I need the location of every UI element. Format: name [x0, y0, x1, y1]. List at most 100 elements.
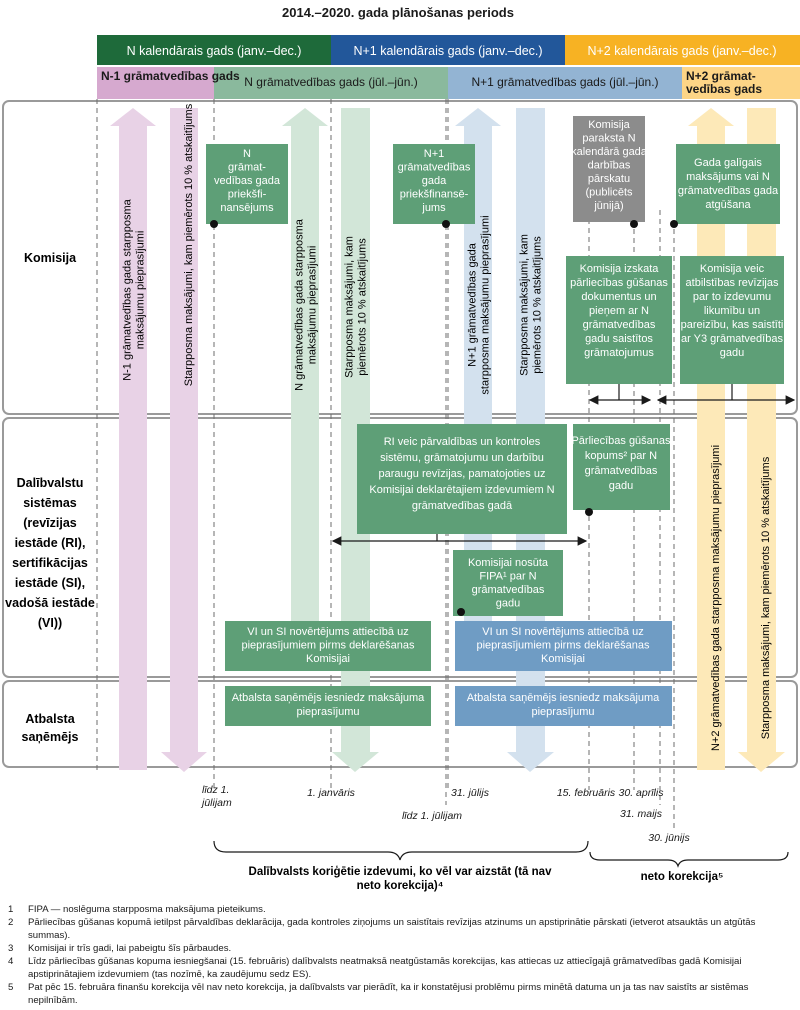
- box-ma-ca-assessment-n1: [455, 621, 672, 671]
- arrow-n-payments-down: [332, 108, 379, 772]
- brace-label-not-net: Dalībvalsts koriģētie izdevumi, ko vēl v…: [249, 865, 553, 892]
- arrow-label-a7: N+2 grāmatvedības gada starpposma maksāj…: [710, 445, 722, 751]
- date-15-february: 15. februāris: [557, 787, 616, 799]
- footnote-text: Līdz pārliecības gūšanas kopuma iesniegš…: [28, 956, 742, 980]
- footnote-number: 1: [8, 904, 14, 915]
- arrow-n-claims-up: [282, 108, 328, 668]
- box-final-payment: [676, 144, 780, 224]
- calendar-year-n-bar: [97, 35, 331, 65]
- accounting-year-n-bar: [214, 67, 448, 99]
- footnotes: 1 FIPA — noslēguma starpposma maksājuma …: [8, 903, 793, 1007]
- arrow-label-a1: N-1 grāmatvedības gada starpposmamaksāju…: [122, 198, 147, 380]
- footnote-1: 1 FIPA — noslēguma starpposma maksājuma …: [8, 903, 793, 916]
- box-beneficiary-claim-n1: [455, 686, 672, 726]
- accounting-year-n-label: N grāmatvedības gads (jūl.–jūn.): [244, 75, 417, 89]
- correction-braces: [213, 840, 789, 868]
- footnote-2: 2 Pārliecības gūšanas kopumā ietilpst pā…: [8, 916, 793, 942]
- calendar-year-n1-label: N+1 kalendārais gads (janv.–dec.): [353, 44, 542, 58]
- date-by-1-july-2: līdz 1. jūlijam: [402, 810, 462, 822]
- calendar-year-n1-bar: [331, 35, 565, 65]
- planning-period-diagram: 2014.–2020. gada plānošanas periods N ka…: [2, 5, 800, 892]
- accounting-year-bars: N-1 grāmatvedības gads N grāmatvedības g…: [97, 67, 800, 99]
- footnote-3: 3 Komisijai ir trīs gadi, lai pabeigtu š…: [8, 942, 793, 955]
- box-assurance-package: [573, 424, 670, 510]
- period-arrows: [331, 384, 796, 546]
- dot-final-payment: [670, 220, 678, 228]
- dot-assurance-package: [585, 508, 593, 516]
- box-compliance-audits: [680, 256, 784, 384]
- date-by-1-july: līdz 1.jūlijam: [200, 784, 232, 809]
- calendar-year-bars: N kalendārais gads (janv.–dec.) N+1 kale…: [97, 35, 800, 65]
- date-30-april: 30. aprīlis: [619, 787, 665, 799]
- box-ma-ca-assessment-n: [225, 621, 431, 671]
- footnote-4: 4 Līdz pārliecības gūšanas kopuma iesnie…: [8, 955, 793, 981]
- date-31-may: 31. maijs: [620, 808, 663, 820]
- footnote-number: 5: [8, 982, 14, 993]
- box-fipa-sent: [453, 550, 563, 616]
- calendar-year-n2-label: N+2 kalendārais gads (janv.–dec.): [587, 44, 776, 58]
- box-n1-prefinancing: [393, 144, 475, 224]
- date-1-january: 1. janvāris: [307, 787, 356, 799]
- footnote-text: Pat pēc 15. februāra finanšu korekcija v…: [28, 982, 749, 1006]
- event-dots: [210, 220, 678, 616]
- dot-n-prefinancing: [210, 220, 218, 228]
- accounting-year-n2-bar: [682, 67, 800, 99]
- row-dalibvalstu-frame: [2, 417, 798, 678]
- accounting-year-n1-bar: [448, 67, 682, 99]
- dot-fipa-sent: [457, 608, 465, 616]
- accounting-year-n1-label: N+1 grāmatvedības gads (jūl.–jūn.): [471, 75, 658, 89]
- dot-annual-report: [630, 220, 638, 228]
- accounting-year-n-1-label: N-1 grāmatvedības gads: [101, 69, 240, 83]
- arrow-label-a6: Starpposma maksājumi, kampiemērots 10 % …: [519, 234, 544, 376]
- box-commission-annual-report: [573, 116, 645, 222]
- brace-label-net: neto korekcija⁵: [641, 871, 724, 883]
- footnote-text: Komisijai ir trīs gadi, lai pabeigtu šīs…: [28, 943, 232, 954]
- brace-not-net-correction: [213, 840, 589, 861]
- footnote-number: 3: [8, 943, 14, 954]
- arrow-label-a3: N grāmatvedības gada starpposmamaksājumu…: [294, 218, 319, 391]
- row-label-komisija: Komisija: [24, 251, 77, 265]
- footnote-5: 5 Pat pēc 15. februāra finanšu korekcija…: [8, 981, 793, 1007]
- calendar-year-n-label: N kalendārais gads (janv.–dec.): [127, 44, 302, 58]
- arrow-n-1-claims-up: [110, 108, 156, 770]
- diagram-title: 2014.–2020. gada plānošanas periods: [282, 5, 514, 20]
- footnote-text: Pārliecības gūšanas kopumā ietilpst pārv…: [28, 917, 756, 941]
- accounting-year-n-1-bar: [97, 67, 214, 99]
- row-frames: [2, 100, 798, 768]
- box-commission-examines: [566, 256, 672, 384]
- footnote-number: 4: [8, 956, 14, 967]
- box-audit-authority-audits: [357, 424, 567, 534]
- row-atbalsta-frame: [2, 680, 798, 768]
- arrow-label-a5: N+1 grāmatvedības gadastarpposma maksāju…: [467, 215, 492, 394]
- row-komisija-frame: [2, 100, 798, 415]
- box-beneficiary-claim-n: [225, 686, 431, 726]
- box-n-prefinancing: [206, 144, 288, 224]
- accounting-year-n2-label: N+2 grāmat-vedības gads: [686, 69, 762, 96]
- brace-net-correction: [589, 851, 789, 868]
- arrow-label-a8: Starpposma maksājumi, kam piemērots 10 %…: [760, 456, 772, 739]
- date-31-july: 31. jūlijs: [451, 787, 490, 799]
- arrow-label-a2: Starpposma maksājumi, kam piemērots 10 %…: [183, 103, 195, 386]
- date-30-june: 30. jūnijs: [648, 832, 690, 844]
- timeline-dates: līdz 1.jūlijam 1. janvāris līdz 1. jūlij…: [200, 784, 690, 844]
- arrow-label-a4: Starpposma maksājumi, kampiemērots 10 % …: [344, 236, 369, 378]
- footnote-text: FIPA — noslēguma starpposma maksājuma pi…: [28, 904, 266, 915]
- dot-n1-prefinancing: [442, 220, 450, 228]
